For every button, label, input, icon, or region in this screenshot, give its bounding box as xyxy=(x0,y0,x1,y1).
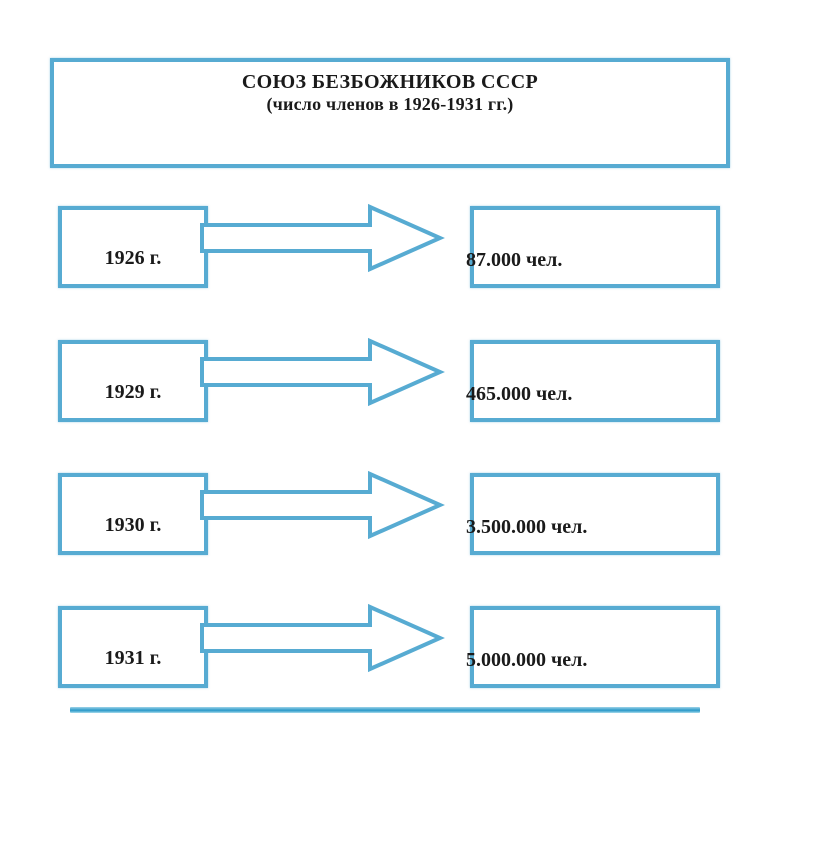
value-label: 3.500.000 чел. xyxy=(466,516,588,538)
year-box-1929: 1929 г. xyxy=(58,340,208,422)
year-box-1931: 1931 г. xyxy=(58,606,208,688)
value-label: 5.000.000 чел. xyxy=(466,649,588,671)
year-label: 1930 г. xyxy=(104,514,162,536)
value-box-1930: 3.500.000 чел. xyxy=(466,473,720,555)
page-subtitle: (число членов в 1926-1931 гг.) xyxy=(266,94,514,115)
year-label: 1931 г. xyxy=(104,647,162,669)
value-box-1926: 87.000 чел. xyxy=(466,206,720,288)
year-label: 1929 г. xyxy=(104,381,162,403)
page-title: СОЮЗ БЕЗБОЖНИКОВ СССР xyxy=(241,71,539,93)
right-arrow-icon xyxy=(200,470,445,540)
value-box-1931: 5.000.000 чел. xyxy=(466,606,720,688)
right-arrow-icon xyxy=(200,603,445,673)
year-box-1930: 1930 г. xyxy=(58,473,208,555)
value-label: 465.000 чел. xyxy=(466,383,573,405)
title-text-group: СОЮЗ БЕЗБОЖНИКОВ СССР (число членов в 19… xyxy=(54,70,726,116)
value-label: 87.000 чел. xyxy=(466,249,563,271)
year-box-1926: 1926 г. xyxy=(58,206,208,288)
value-box-1929: 465.000 чел. xyxy=(466,340,720,422)
bottom-divider xyxy=(70,707,700,713)
right-arrow-icon xyxy=(200,203,445,273)
right-arrow-icon xyxy=(200,337,445,407)
year-label: 1926 г. xyxy=(104,247,162,269)
title-box: СОЮЗ БЕЗБОЖНИКОВ СССР (число членов в 19… xyxy=(50,58,730,168)
